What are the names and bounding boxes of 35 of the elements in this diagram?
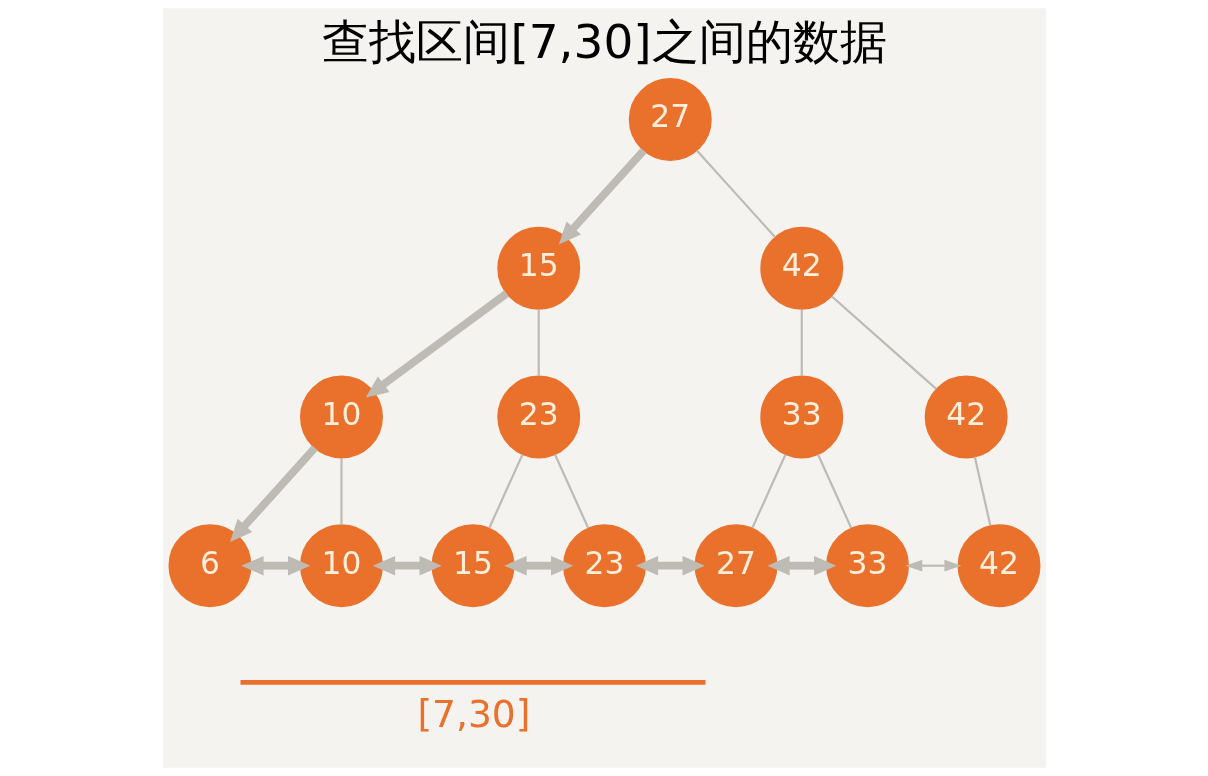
arrow — [766, 555, 836, 576]
arrow — [558, 147, 647, 245]
arrow — [365, 290, 509, 398]
node-circle: 27 — [694, 524, 777, 608]
label: [7,30] — [416, 692, 530, 737]
node-circle: 42 — [759, 226, 843, 310]
connector — [830, 295, 937, 390]
arrow — [635, 555, 705, 576]
node-circle: 23 — [562, 524, 646, 608]
node-circle: 10 — [299, 375, 383, 459]
node-circle: 42 — [957, 524, 1041, 608]
connector — [816, 454, 852, 529]
connector — [800, 309, 803, 377]
arrow — [229, 445, 318, 542]
arrow — [503, 555, 573, 576]
node-circle: 15 — [431, 524, 514, 608]
node-circle: 15 — [496, 226, 580, 310]
connector — [487, 454, 523, 529]
node-circle: 33 — [825, 524, 909, 608]
connector — [695, 149, 776, 238]
diagram-title: 查找区间[7,30]之间的数据 — [321, 14, 887, 70]
node-circle: 6 — [167, 524, 251, 608]
connector — [750, 454, 786, 529]
connector — [973, 456, 991, 526]
node-circle: 10 — [299, 524, 383, 608]
connector — [339, 458, 343, 525]
connector — [553, 454, 589, 529]
arrow — [240, 555, 310, 576]
node-circle: 27 — [628, 78, 712, 161]
connector — [537, 309, 540, 377]
node-circle: 42 — [924, 375, 1008, 459]
arrow — [904, 559, 961, 572]
node-circle: 23 — [496, 375, 580, 459]
node-circle: 33 — [759, 375, 843, 459]
arrow — [372, 555, 442, 576]
